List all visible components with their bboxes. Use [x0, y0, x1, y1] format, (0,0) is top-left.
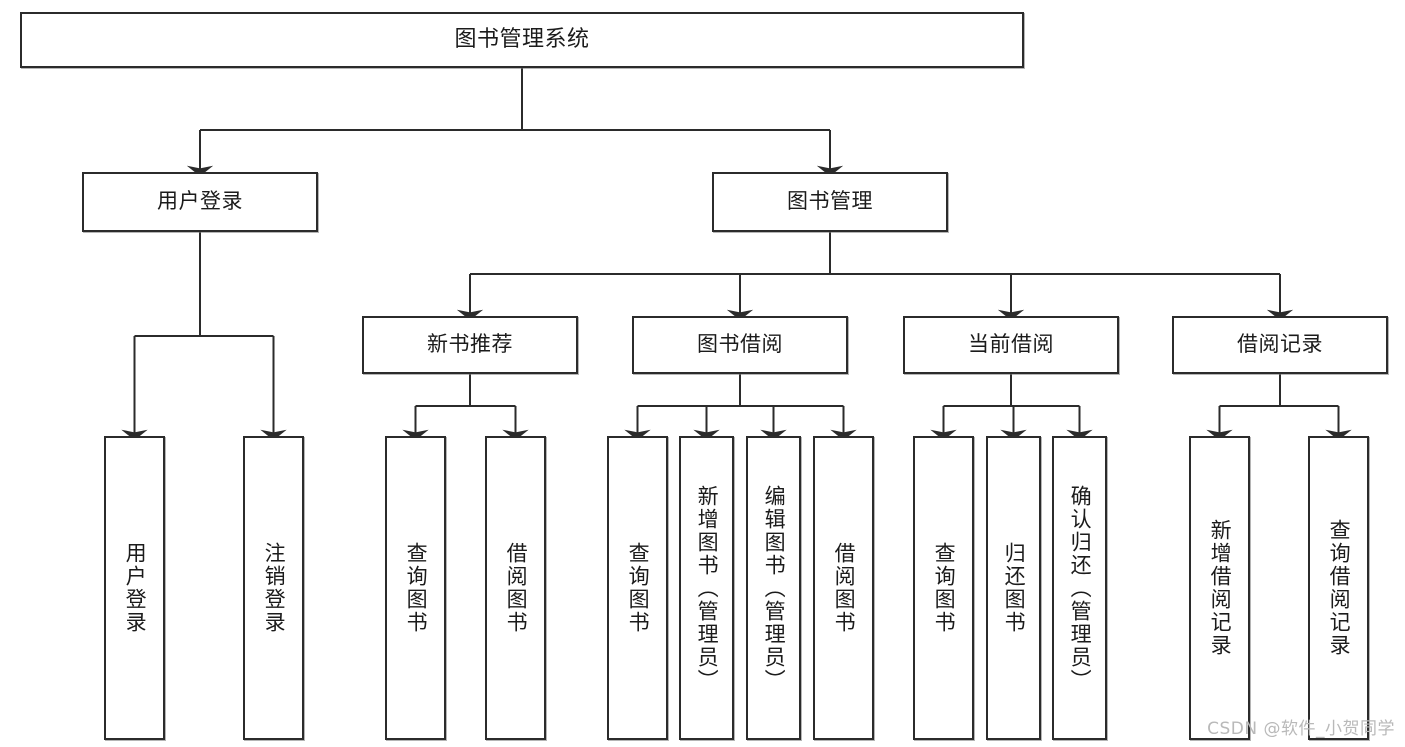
node-label-leaf-bb-edit: 编辑图书（管理员） [762, 484, 787, 692]
node-current-borrow[interactable]: 当前借阅 [903, 316, 1119, 374]
node-label-root: 图书管理系统 [454, 26, 590, 52]
node-leaf-cb-return[interactable]: 归还图书 [986, 436, 1041, 740]
watermark-label: CSDN @软件_小贺同学 [1207, 719, 1395, 739]
node-new-book-rec[interactable]: 新书推荐 [362, 316, 578, 374]
node-leaf-bb-edit[interactable]: 编辑图书（管理员） [746, 436, 801, 740]
node-leaf-cb-query[interactable]: 查询图书 [913, 436, 974, 740]
node-leaf-bb-query[interactable]: 查询图书 [607, 436, 668, 740]
node-borrow-record[interactable]: 借阅记录 [1172, 316, 1388, 374]
node-label-current-borrow: 当前借阅 [968, 332, 1054, 357]
node-label-leaf-bb-borrow: 借阅图书 [832, 542, 857, 634]
node-label-leaf-br-query: 查询借阅记录 [1327, 519, 1352, 657]
node-leaf-bb-add[interactable]: 新增图书（管理员） [679, 436, 734, 740]
node-label-user-login: 用户登录 [157, 189, 243, 214]
node-user-login[interactable]: 用户登录 [82, 172, 318, 232]
node-root[interactable]: 图书管理系统 [20, 12, 1024, 68]
node-label-borrow-record: 借阅记录 [1237, 332, 1323, 357]
node-label-leaf-bb-add: 新增图书（管理员） [695, 484, 720, 692]
node-label-book-borrow: 图书借阅 [697, 332, 783, 357]
node-label-leaf-cb-return: 归还图书 [1002, 542, 1027, 634]
node-leaf-bb-borrow[interactable]: 借阅图书 [813, 436, 874, 740]
node-label-leaf-cb-confirm: 确认归还（管理员） [1068, 484, 1093, 692]
node-leaf-user-logout[interactable]: 注销登录 [243, 436, 304, 740]
node-leaf-cb-confirm[interactable]: 确认归还（管理员） [1052, 436, 1107, 740]
connector-layer [121, 68, 1352, 441]
node-leaf-rec-query[interactable]: 查询图书 [385, 436, 446, 740]
node-label-new-book-rec: 新书推荐 [427, 332, 513, 357]
node-leaf-br-query[interactable]: 查询借阅记录 [1308, 436, 1369, 740]
node-label-leaf-user-logout: 注销登录 [262, 542, 287, 634]
node-book-borrow[interactable]: 图书借阅 [632, 316, 848, 374]
node-book-manage[interactable]: 图书管理 [712, 172, 948, 232]
node-label-leaf-rec-query: 查询图书 [404, 542, 429, 634]
node-label-leaf-rec-borrow: 借阅图书 [504, 542, 529, 634]
node-leaf-br-add[interactable]: 新增借阅记录 [1189, 436, 1250, 740]
node-label-leaf-bb-query: 查询图书 [626, 542, 651, 634]
node-leaf-rec-borrow[interactable]: 借阅图书 [485, 436, 546, 740]
node-label-leaf-cb-query: 查询图书 [932, 542, 957, 634]
node-label-book-manage: 图书管理 [787, 189, 873, 214]
node-label-leaf-user-login: 用户登录 [123, 542, 148, 634]
node-leaf-user-login[interactable]: 用户登录 [104, 436, 165, 740]
node-label-leaf-br-add: 新增借阅记录 [1208, 519, 1233, 657]
